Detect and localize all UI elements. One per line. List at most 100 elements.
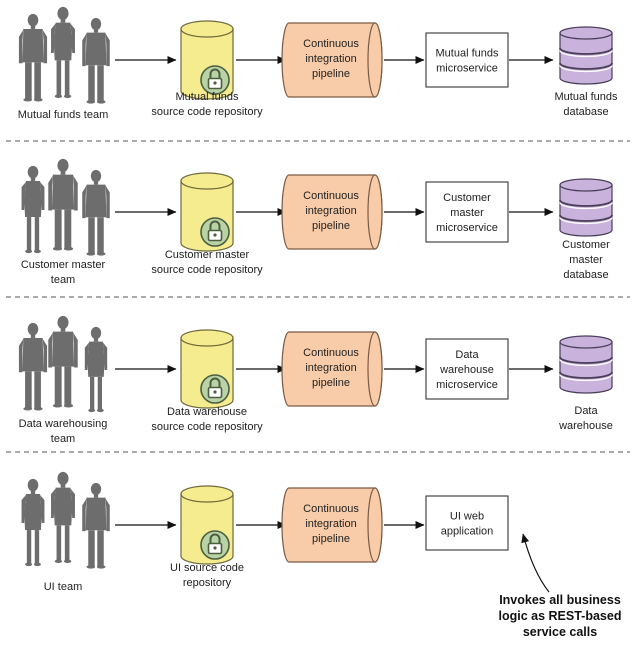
database-label-line: Mutual funds [555, 91, 618, 103]
service-label-line: Mutual funds [436, 48, 499, 60]
person-icon [18, 13, 48, 102]
team-row: Mutual funds team Mutual funds source code… [18, 6, 618, 121]
service-box: UI web application [425, 495, 509, 551]
pipeline-icon: Continuous integration pipeline [281, 22, 383, 98]
repo-label-line: Mutual funds [176, 91, 239, 103]
repo-label-line: Customer master [165, 249, 250, 261]
repo-label-line: Data warehouse [167, 406, 247, 418]
database-label-line: database [563, 269, 608, 281]
pipeline-label-line: Continuous [303, 503, 359, 515]
pipeline-label-line: Continuous [303, 347, 359, 359]
annotation-layer: Invokes all business logic as REST-based s… [499, 533, 622, 639]
team-icon [21, 158, 110, 256]
pipeline-label-line: Continuous [303, 190, 359, 202]
team-label: UI team [44, 581, 83, 593]
person-icon [82, 169, 110, 256]
pipeline-label-line: integration [305, 362, 356, 374]
repository-icon [180, 172, 234, 252]
database-label-line: Customer [562, 239, 610, 251]
service-label-line: warehouse [439, 364, 494, 376]
service-label-line: Customer [443, 192, 491, 204]
service-label-line: master [450, 207, 484, 219]
pipeline-label-line: pipeline [312, 220, 350, 232]
team-label-line: UI team [44, 581, 83, 593]
database-label: Mutual funds database [555, 91, 618, 118]
person-icon [21, 478, 45, 567]
dividers-layer [6, 140, 630, 453]
person-icon [48, 158, 78, 251]
pipeline-label-line: pipeline [312, 533, 350, 545]
repo-label: Mutual funds source code repository [151, 91, 263, 118]
team-label: Customer master team [21, 259, 106, 286]
service-label: Customer master microservice [436, 192, 498, 234]
service-label-line: microservice [436, 222, 498, 234]
team-label-line: Mutual funds team [18, 109, 109, 121]
pipeline-label: Continuous integration pipeline [303, 503, 359, 545]
database-icon [559, 26, 613, 85]
pipeline-label-line: pipeline [312, 68, 350, 80]
pipeline-label-line: pipeline [312, 377, 350, 389]
pipeline-label-line: integration [305, 205, 356, 217]
person-icon [84, 326, 108, 413]
repo-label: Data warehouse source code repository [151, 406, 263, 433]
database-icon [559, 335, 613, 394]
repo-label-line: source code repository [151, 421, 263, 433]
annotation-arrow [521, 533, 550, 593]
service-label: Mutual funds microservice [436, 48, 499, 75]
team-label-line: Customer master [21, 259, 106, 271]
person-icon [48, 315, 78, 408]
service-label-line: microservice [436, 63, 498, 75]
pipeline-icon: Continuous integration pipeline [281, 487, 383, 563]
team-label-line: team [51, 433, 75, 445]
person-icon [51, 6, 75, 99]
service-box: Customer master microservice [425, 181, 509, 243]
pipeline-icon: Continuous integration pipeline [281, 174, 383, 250]
database-label: Data warehouse [558, 405, 613, 432]
pipeline-label-line: Continuous [303, 38, 359, 50]
database-label-line: warehouse [558, 420, 613, 432]
service-label-line: application [441, 526, 494, 538]
repo-label-line: UI source code [170, 562, 244, 574]
annotation-text: Invokes all business logic as REST-based s… [499, 593, 622, 639]
team-icon [18, 6, 110, 104]
pipeline-label-line: integration [305, 53, 356, 65]
annotation-text-line: Invokes all business [499, 593, 621, 607]
padlock-icon [200, 374, 230, 404]
service-box: Mutual funds microservice [425, 32, 509, 88]
person-icon [82, 482, 110, 569]
pipeline-label: Continuous integration pipeline [303, 347, 359, 389]
annotation-text-line: logic as REST-based [499, 609, 622, 623]
pipeline-label: Continuous integration pipeline [303, 38, 359, 80]
team-icon [18, 315, 108, 413]
pipeline-label-line: integration [305, 518, 356, 530]
repository-icon [180, 20, 234, 100]
database-label-line: master [569, 254, 603, 266]
team-label: Mutual funds team [18, 109, 109, 121]
person-icon [82, 17, 110, 104]
repository-icon [180, 485, 234, 565]
database-label-line: database [563, 106, 608, 118]
pipeline-label: Continuous integration pipeline [303, 190, 359, 232]
database-icon [559, 178, 613, 237]
rows-layer: Mutual funds team Mutual funds source code… [18, 6, 618, 593]
database-label-line: Data [574, 405, 598, 417]
team-icon [21, 471, 110, 569]
padlock-icon [200, 217, 230, 247]
team-label-line: Data warehousing [19, 418, 108, 430]
padlock-icon [200, 530, 230, 560]
repository-icon [180, 329, 234, 409]
database-label: Customer master database [562, 239, 610, 281]
team-label-line: team [51, 274, 75, 286]
annotation-text-line: service calls [523, 625, 597, 639]
repo-label-line: source code repository [151, 106, 263, 118]
service-label: UI web application [441, 511, 494, 538]
service-label-line: Data [455, 349, 479, 361]
team-label: Data warehousing team [19, 418, 108, 445]
service-label-line: UI web [450, 511, 484, 523]
